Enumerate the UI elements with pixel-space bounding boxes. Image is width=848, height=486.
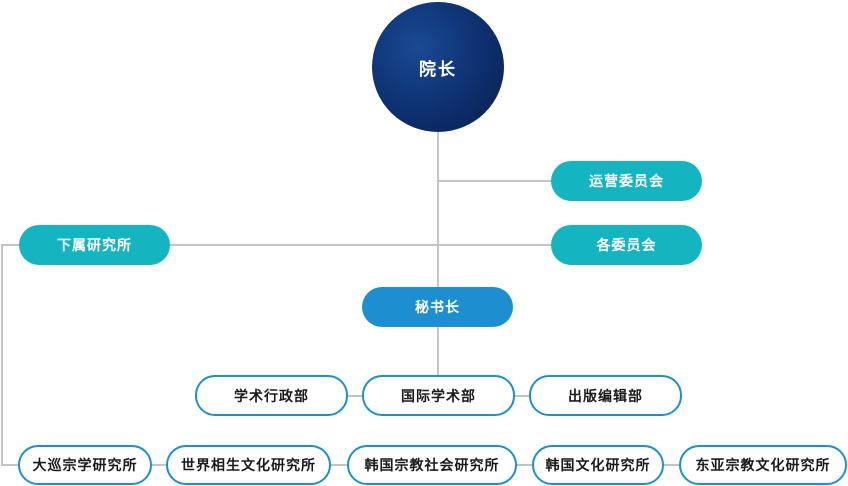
subsidiary-institutes-node[interactable]: 下属研究所 (19, 225, 170, 265)
subsidiary-left-line (1, 244, 20, 246)
secretary-down-line (437, 326, 439, 376)
operations-committee-label: 运营委员会 (589, 174, 664, 190)
secretary-general-label: 秘书长 (415, 300, 460, 316)
secretary-general-node[interactable]: 秘书长 (362, 287, 513, 327)
subsidiary-institutes-label: 下属研究所 (57, 238, 132, 254)
main-vertical-line (437, 132, 439, 288)
institute-node-korean-culture[interactable]: 韩国文化研究所 (532, 445, 664, 485)
dept-node-academic-admin[interactable]: 学术行政部 (195, 375, 348, 416)
director-label: 院长 (419, 59, 457, 80)
institute-label: 东亚宗教文化研究所 (695, 458, 831, 474)
left-vertical-line (1, 244, 3, 465)
dept-label: 学术行政部 (234, 388, 309, 405)
various-committees-label: 各委员会 (596, 238, 657, 254)
institute-node-world-sangsaeng[interactable]: 世界相生文化研究所 (166, 445, 331, 485)
institute-label: 韩国宗教社会研究所 (364, 458, 500, 474)
institute-node-korean-religion-society[interactable]: 韩国宗教社会研究所 (347, 445, 517, 485)
institute-node-daesoon[interactable]: 大巡宗学研究所 (18, 445, 152, 485)
institute-label: 世界相生文化研究所 (181, 458, 316, 474)
committee-branch-line (168, 244, 552, 246)
operations-branch-line (437, 180, 552, 182)
institute-node-east-asian-religion[interactable]: 东亚宗教文化研究所 (679, 445, 847, 485)
institute-label: 大巡宗学研究所 (32, 458, 138, 474)
dept-label: 国际学术部 (401, 388, 476, 405)
various-committees-node[interactable]: 各委员会 (551, 225, 702, 265)
dept-node-international[interactable]: 国际学术部 (362, 375, 515, 416)
dept-node-publishing[interactable]: 出版编辑部 (529, 375, 682, 416)
institute-label: 韩国文化研究所 (545, 458, 651, 474)
director-node[interactable]: 院长 (372, 2, 504, 132)
operations-committee-node[interactable]: 运营委员会 (551, 161, 702, 201)
dept-label: 出版编辑部 (568, 388, 643, 405)
institute-link-line (1, 464, 681, 466)
